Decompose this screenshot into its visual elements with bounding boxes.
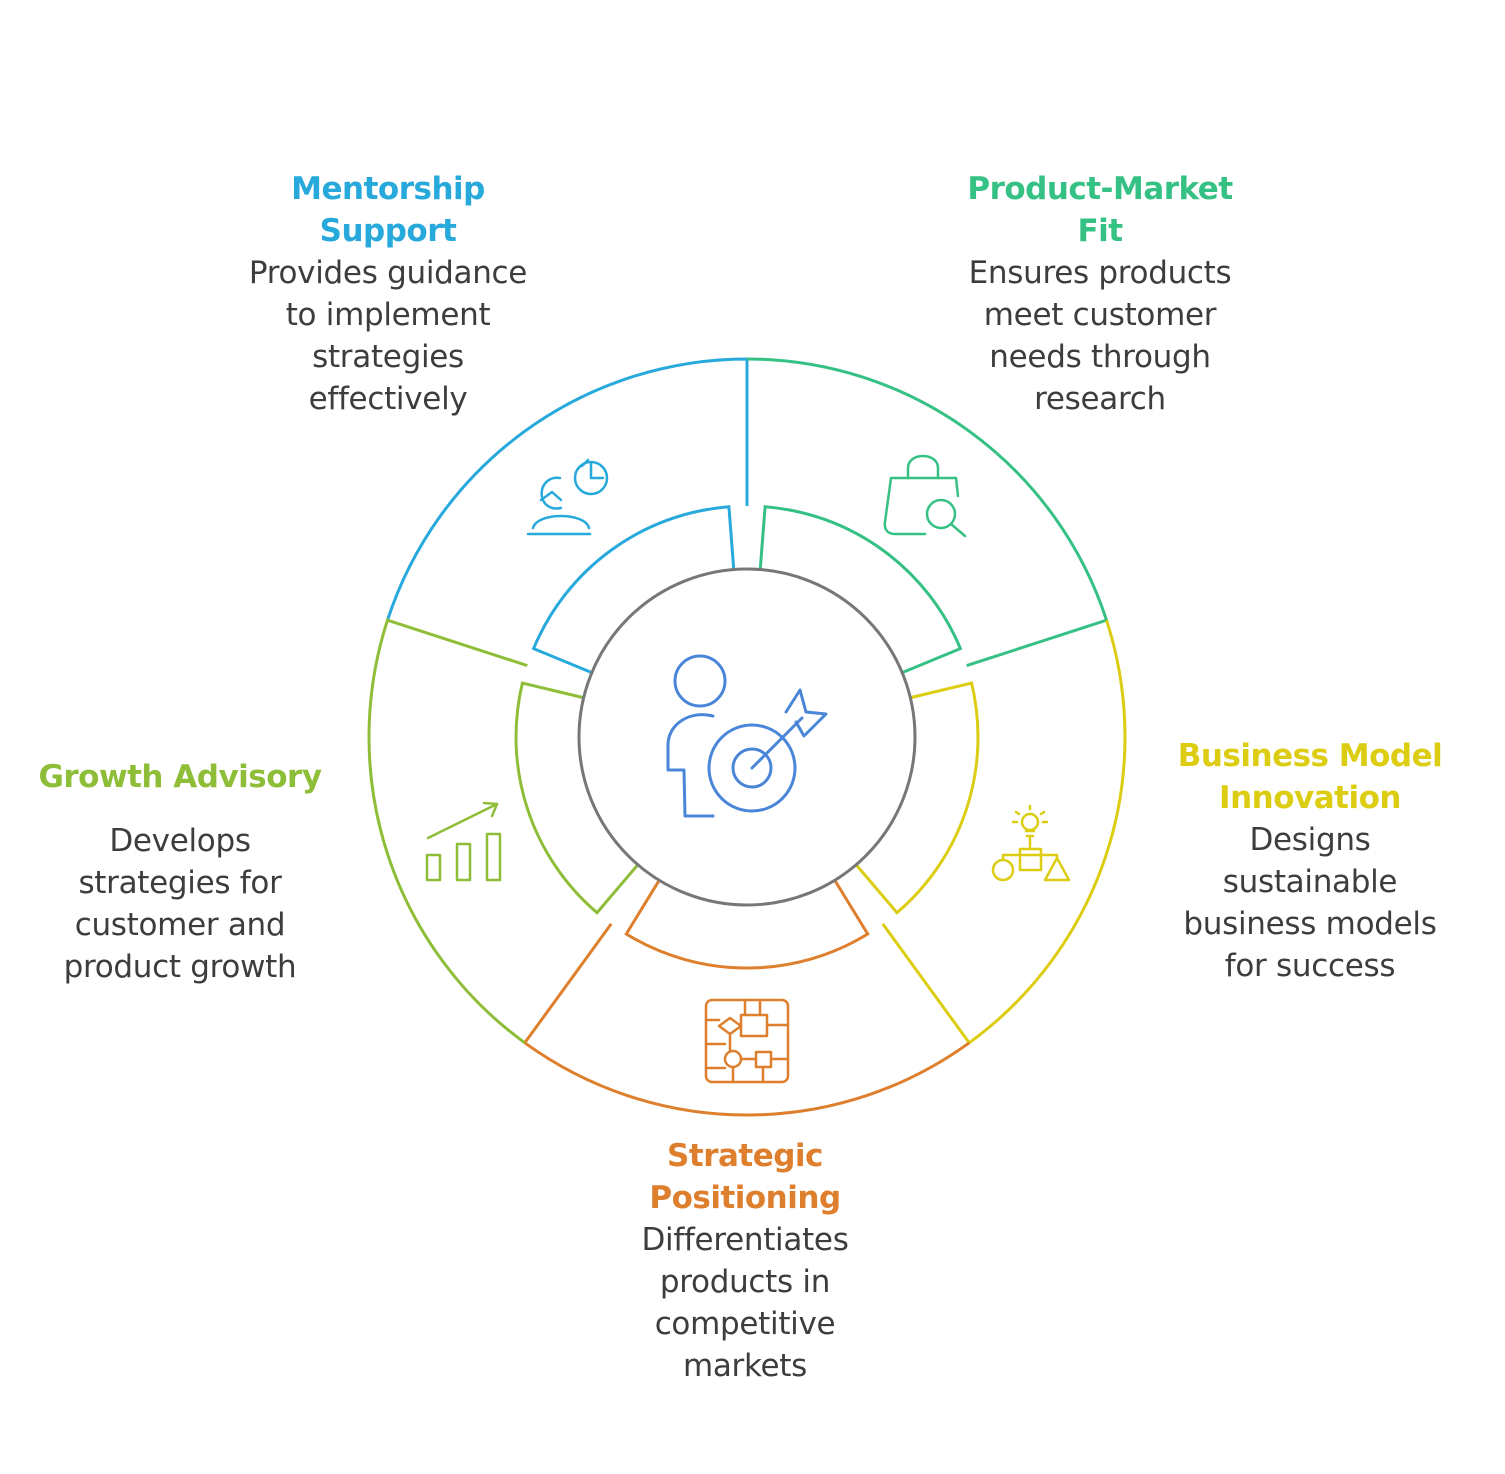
product-market-fit-title: Product-Market Fit [967, 171, 1233, 249]
segment-outer-arc-strategic-positioning [522, 923, 971, 1117]
shopping-bag-search-icon [883, 454, 967, 538]
mentorship-description: Provides guidance to implement strategie… [248, 255, 528, 417]
bar-chart-growth-icon [425, 801, 502, 882]
growth-advisory-description: Develops strategies for customer and pro… [63, 823, 297, 985]
person-target-icon [666, 654, 828, 818]
mentorship-title: Mentorship Support [291, 171, 485, 249]
strategic-positioning-title: Strategic Positioning [649, 1138, 841, 1216]
flowchart-icon [704, 998, 790, 1084]
product-market-fit-description: Ensures products meet customer needs thr… [968, 255, 1232, 417]
segment-business-model: Business Model Innovation Designs sustai… [1160, 735, 1460, 987]
segment-outer-arc-growth-advisory [367, 618, 528, 1045]
business-model-description: Designs sustainable business models for … [1183, 822, 1437, 984]
center-circle [577, 567, 917, 907]
segment-outer-arc-mentorship [386, 357, 749, 621]
growth-advisory-title: Growth Advisory [38, 759, 322, 795]
segment-growth-advisory: Growth Advisory Develops strategies for … [30, 756, 330, 988]
segment-outer-arc-business-model [881, 619, 1127, 1045]
segment-mentorship: Mentorship Support Provides guidance to … [228, 168, 548, 420]
segment-strategic-positioning: Strategic Positioning Differentiates pro… [600, 1135, 890, 1387]
segment-inner-arc-product-market-fit [758, 505, 963, 674]
lightbulb-shapes-icon [991, 804, 1071, 882]
strategic-positioning-description: Differentiates products in competitive m… [641, 1222, 849, 1384]
segment-product-market-fit: Product-Market Fit Ensures products meet… [950, 168, 1250, 420]
segment-inner-arc-mentorship [531, 505, 736, 674]
segment-outer-arc-product-market-fit [746, 357, 1109, 668]
segment-inner-arc-strategic-positioning [624, 880, 870, 970]
segment-inner-arc-growth-advisory [514, 681, 639, 915]
mentor-clock-icon [526, 458, 609, 536]
segment-inner-arc-business-model [855, 681, 980, 915]
business-model-title: Business Model Innovation [1177, 738, 1443, 816]
